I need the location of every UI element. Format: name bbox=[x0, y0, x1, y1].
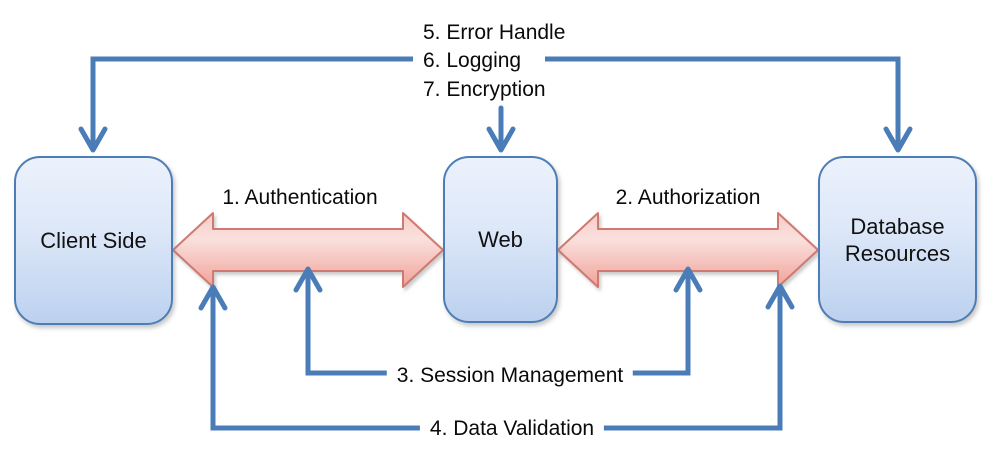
node-database-resources: Database Resources bbox=[818, 156, 977, 323]
node-web: Web bbox=[443, 156, 558, 323]
arrow-down-icon bbox=[78, 126, 108, 153]
node-database-resources-label: Database Resources bbox=[844, 213, 951, 266]
label-error-handle: 5. Error Handle bbox=[413, 18, 576, 47]
node-client-side: Client Side bbox=[14, 156, 173, 325]
arrow-up-icon bbox=[198, 284, 228, 311]
web-top-connector bbox=[486, 105, 516, 153]
arrow-up-icon bbox=[673, 266, 703, 293]
label-encryption: 7. Encryption bbox=[413, 75, 556, 104]
label-logging: 6. Logging bbox=[413, 46, 546, 75]
label-session-management: 3. Session Management bbox=[386, 361, 634, 390]
node-web-label: Web bbox=[478, 227, 523, 252]
label-authorization: 2. Authorization bbox=[605, 183, 771, 212]
node-client-side-label: Client Side bbox=[40, 228, 147, 253]
arrow-up-icon bbox=[293, 266, 323, 293]
arrow-up-icon bbox=[765, 283, 795, 310]
arrow-down-icon bbox=[486, 126, 516, 153]
label-authentication: 1. Authentication bbox=[212, 183, 388, 212]
label-data-validation: 4. Data Validation bbox=[419, 414, 605, 443]
arrow-down-icon bbox=[883, 126, 913, 153]
